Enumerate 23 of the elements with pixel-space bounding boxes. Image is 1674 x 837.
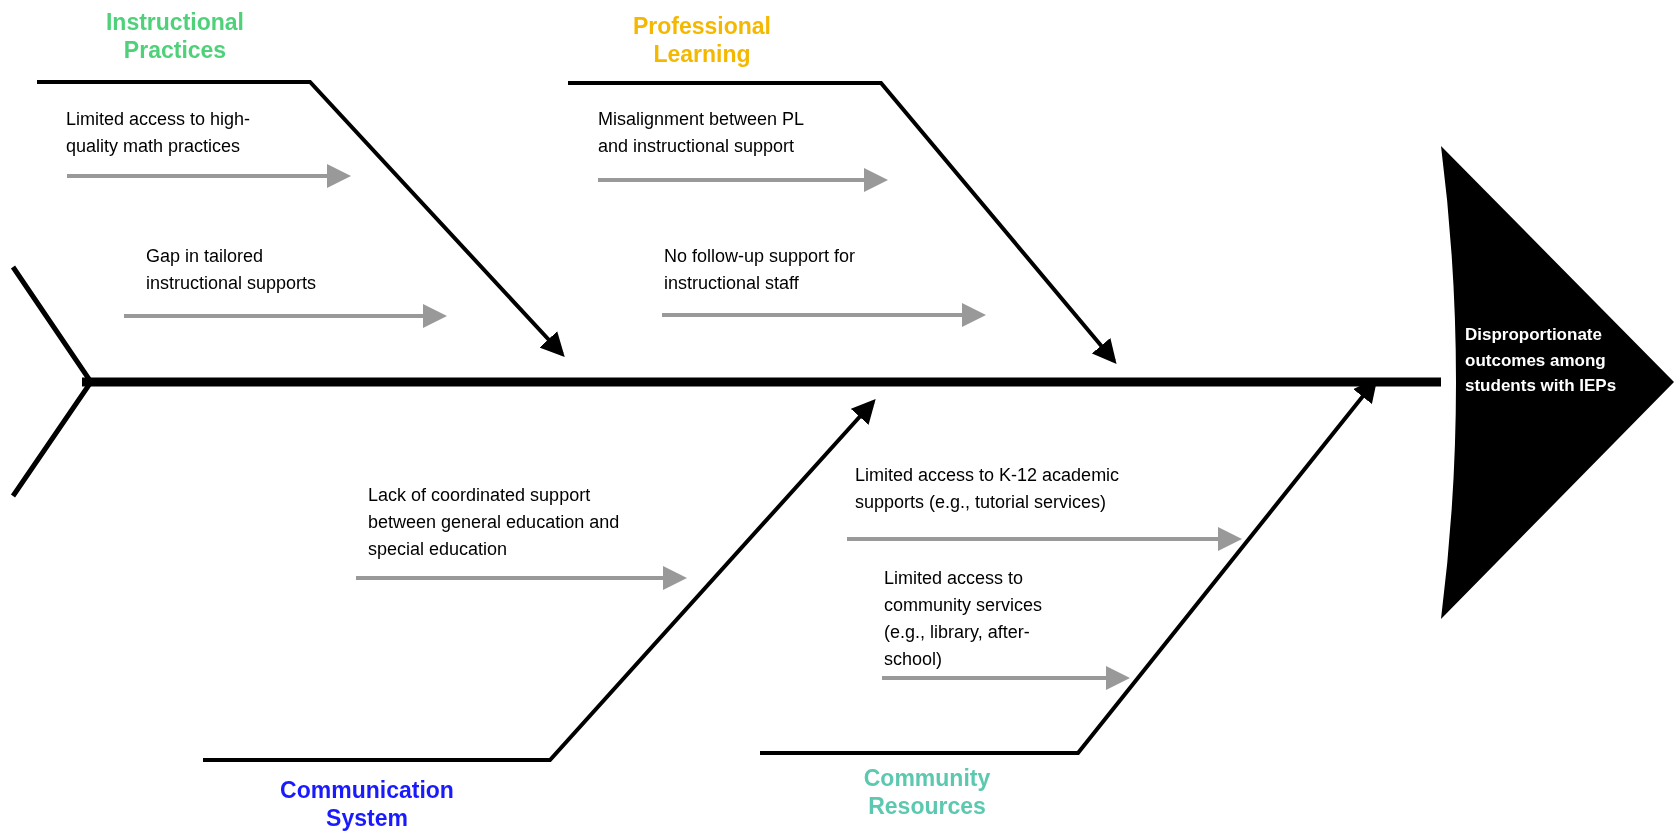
cause-text: No follow-up support for instructional staff bbox=[664, 243, 914, 311]
category-heading: Community Resources bbox=[842, 764, 1012, 826]
arrow bbox=[67, 164, 351, 188]
arrow bbox=[847, 527, 1242, 551]
spine-line bbox=[82, 377, 1441, 387]
category-heading: Instructional Practices bbox=[95, 8, 255, 78]
category-heading: Communication System bbox=[262, 776, 472, 836]
bone-arrow bbox=[37, 80, 565, 357]
bone-arrow bbox=[568, 81, 1117, 365]
category-heading: Professional Learning bbox=[622, 12, 782, 78]
cause-text: Limited access to community services (e.g., library, after-school) bbox=[884, 565, 1079, 675]
effect-text: Disproportionate outcomes among students with IEPs bbox=[1465, 324, 1618, 397]
cause-text: Lack of coordinated support between general education and special education bbox=[368, 482, 643, 574]
arrow bbox=[598, 168, 888, 192]
bone-arrow bbox=[203, 399, 876, 762]
cause-text: Gap in tailored instructional supports bbox=[146, 243, 336, 311]
cause-text: Limited access to K-12 academic supports (e.g., tutorial services) bbox=[855, 462, 1175, 535]
arrow bbox=[662, 303, 986, 327]
cause-text: Misalignment between PL and instructional support bbox=[598, 106, 828, 176]
arrow bbox=[356, 566, 687, 590]
arrow bbox=[882, 666, 1130, 690]
arrow bbox=[124, 304, 447, 328]
cause-text: Limited access to high-quality math practices bbox=[66, 106, 296, 172]
